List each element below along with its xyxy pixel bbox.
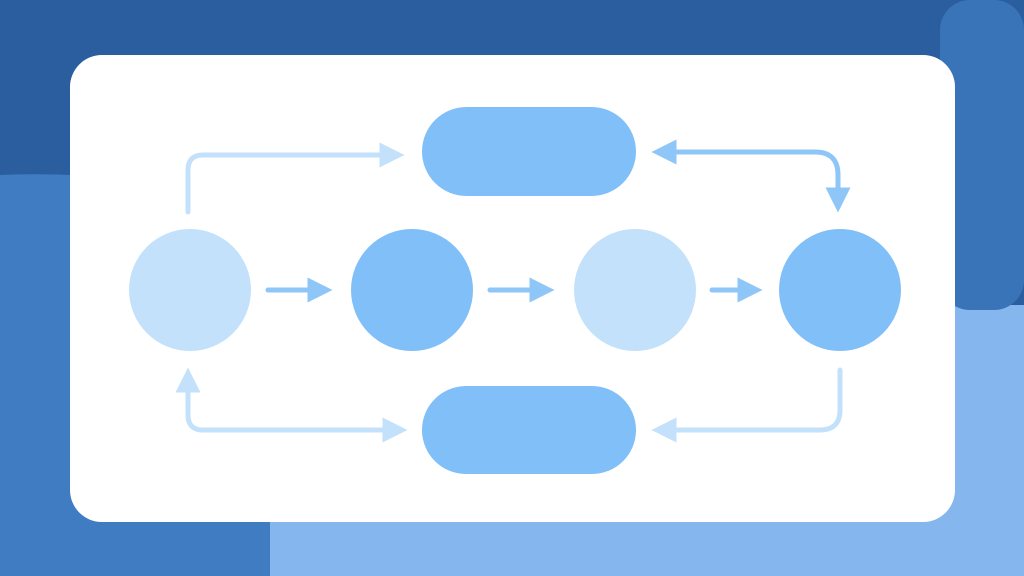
node-pill-top bbox=[422, 107, 636, 196]
arrow-circle1-to-pill-top bbox=[185, 142, 405, 215]
arrow-circle4-to-pill-bottom bbox=[651, 367, 843, 443]
arrow-circle4-pill-top bbox=[651, 139, 851, 213]
node-circle-4 bbox=[779, 229, 901, 351]
node-circle-2 bbox=[351, 229, 473, 351]
node-pill-bottom bbox=[422, 386, 636, 474]
background-panel-top-right bbox=[940, 0, 1024, 310]
arrow-pill-bottom-circle1 bbox=[175, 367, 408, 443]
node-circle-1 bbox=[129, 229, 251, 351]
node-circle-3 bbox=[574, 229, 696, 351]
